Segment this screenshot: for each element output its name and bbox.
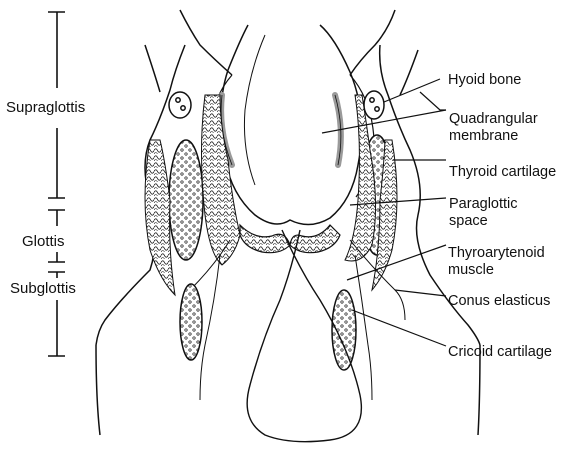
label-hyoid-bone: Hyoid bone [448,72,521,88]
left-thyroid-cartilage [169,140,203,260]
region-label-supraglottis: Supraglottis [6,99,85,116]
left-cricoid-cartilage [180,284,202,360]
label-thyroarytenoid-muscle-line1: Thyroarytenoid [448,245,545,261]
region-bracket [48,12,65,356]
label-cricoid-cartilage: Cricoid cartilage [448,344,552,360]
label-thyroid-cartilage: Thyroid cartilage [449,164,556,180]
label-conus-elasticus: Conus elasticus [448,293,550,309]
label-quadrangular-membrane-line2: membrane [449,128,518,144]
epiglottis-inner [244,35,265,185]
label-paraglottic-space-line1: Paraglottic [449,196,518,212]
region-label-subglottis: Subglottis [10,280,76,297]
label-thyroarytenoid-muscle-line2: muscle [448,262,494,278]
label-quadrangular-membrane-line1: Quadrangular [449,111,538,127]
right-hyoid-bone [364,91,384,119]
right-thin-line [400,50,418,95]
right-upper-contour [350,10,395,75]
left-upper-contour [180,10,232,75]
left-vocal-fold [240,225,290,253]
left-hyoid-bone [169,92,191,118]
larynx-anatomy [96,10,480,442]
right-cricoid-cartilage [332,290,356,370]
left-thin-line [145,45,160,92]
label-paraglottic-space-line2: space [449,213,488,229]
region-label-glottis: Glottis [22,233,65,250]
left-trachea-wall [96,345,100,435]
left-paraglottic-tissue [202,95,241,265]
